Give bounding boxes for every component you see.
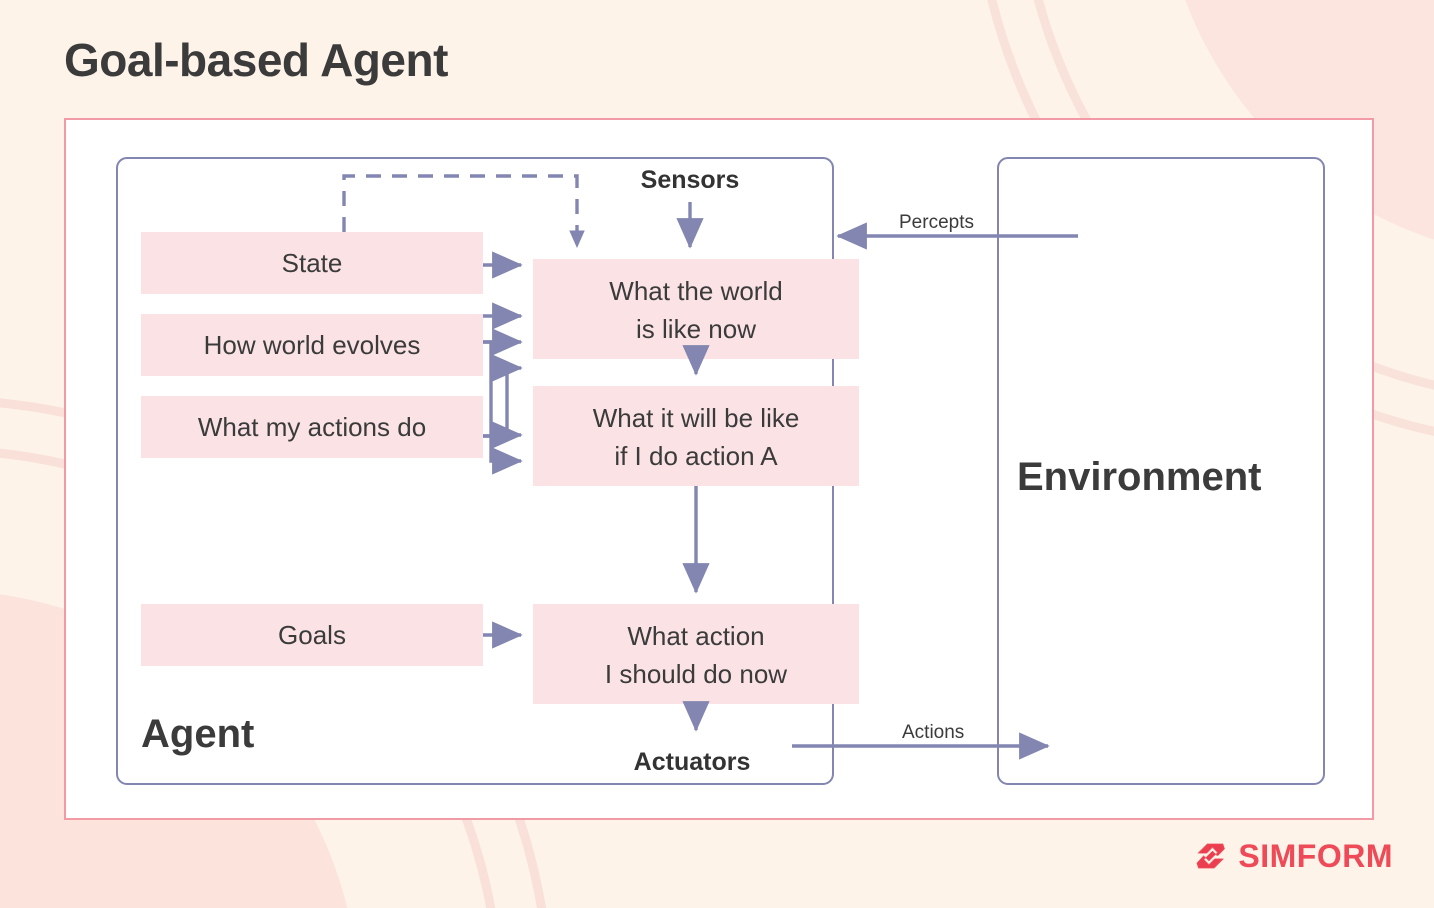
node-world-after-action[interactable]: What it will be like if I do action A [533,386,859,486]
sensors-label: Sensors [641,166,740,194]
percepts-label: Percepts [899,212,974,233]
node-how-world-evolves-label: How world evolves [204,330,421,360]
actuators-label: Actuators [634,748,751,776]
agent-label: Agent [141,712,254,756]
node-world-after-action-line2: if I do action A [614,441,778,471]
brand-name: SIMFORM [1238,837,1393,874]
node-action-choice[interactable]: What action I should do now [533,604,859,704]
edge-my-actions-to-world-now [483,354,523,438]
node-world-now-line2: is like now [636,314,756,344]
node-world-after-action-line1: What it will be like [593,403,800,433]
node-state-label: State [282,248,343,278]
simform-logo-mark [1196,843,1225,869]
node-goals-label: Goals [278,620,346,650]
node-action-choice-line1: What action [627,621,764,651]
node-action-choice-line2: I should do now [605,659,787,689]
node-what-my-actions-do-label: What my actions do [198,412,426,442]
node-how-world-evolves[interactable]: How world evolves [141,314,483,376]
edge-my-actions-to-after-action [483,421,523,449]
edge-how-evolves-to-after-action [483,340,523,475]
node-state[interactable]: State [141,232,483,294]
simform-brand-logo: SIMFORM [1193,833,1393,879]
page-title: Goal-based Agent [64,34,448,86]
agent-architecture-diagram: State How world evolves What my actions … [116,157,1325,785]
diagram-frame: State How world evolves What my actions … [64,118,1374,820]
environment-label: Environment [1017,455,1261,499]
node-world-now[interactable]: What the world is like now [533,259,859,359]
node-what-my-actions-do[interactable]: What my actions do [141,396,483,458]
actions-label: Actions [902,722,964,743]
node-goals[interactable]: Goals [141,604,483,666]
node-world-now-line1: What the world [609,276,782,306]
